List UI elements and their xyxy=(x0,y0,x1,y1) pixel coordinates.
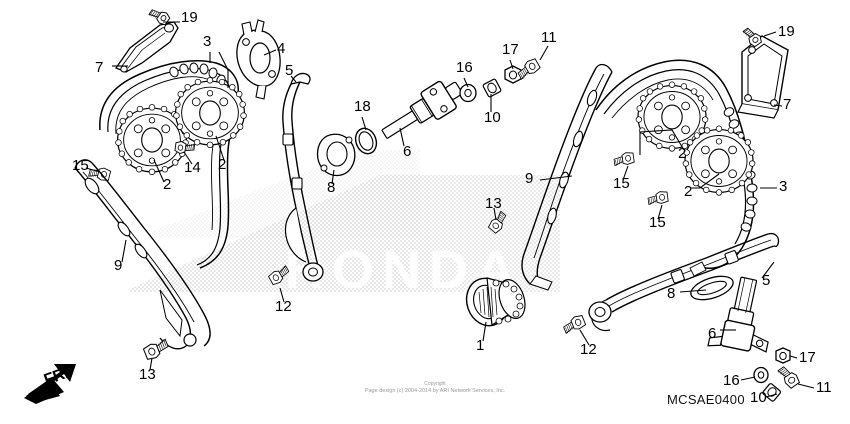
part-15-bolt-right-b xyxy=(646,190,669,206)
callout-3-right: 3 xyxy=(779,178,788,195)
callout-16-left: 16 xyxy=(456,59,473,76)
part-6-cam-chain-tensioner-left xyxy=(381,80,463,139)
part-8-gasket-left xyxy=(316,133,356,177)
callout-2-left-b: 2 xyxy=(218,156,227,173)
callout-17-left: 17 xyxy=(502,41,519,58)
part-15-bolt-right-a xyxy=(612,151,635,167)
copyright-title: Copyright xyxy=(424,381,446,387)
callout-8-left: 8 xyxy=(327,179,336,196)
callout-18: 18 xyxy=(354,98,371,115)
part-9-chain-guide-left xyxy=(74,159,211,350)
part-13-bolt-left xyxy=(142,338,171,362)
part-16-washer-left xyxy=(459,83,477,103)
callout-2-right-a: 2 xyxy=(678,145,687,162)
copyright-line: Page design (c) 2004-2014 by ARI Network… xyxy=(364,387,506,394)
part-9-chain-guide-right xyxy=(521,63,613,291)
callout-2-left-a: 2 xyxy=(163,176,172,193)
callout-15-right-b: 15 xyxy=(649,214,666,231)
callout-4: 4 xyxy=(277,40,286,57)
callout-9-right: 9 xyxy=(525,170,534,187)
part-2-cam-sprocket-left-b xyxy=(173,77,247,149)
part-6-cam-chain-tensioner-right xyxy=(707,276,769,353)
callout-6-right: 6 xyxy=(708,325,717,342)
front-direction-arrow xyxy=(24,364,76,404)
part-16-washer-right xyxy=(753,366,769,384)
callout-11-right: 11 xyxy=(816,379,832,396)
callout-19-left: 19 xyxy=(181,9,198,26)
part-7-chain-guide-left xyxy=(114,21,179,73)
part-10-sealing-washer-left xyxy=(482,78,502,98)
callout-7-right: 7 xyxy=(783,96,792,113)
callout-13-right: 13 xyxy=(485,195,502,212)
callout-2-right-b: 2 xyxy=(684,183,693,200)
callout-16-right: 16 xyxy=(723,372,740,389)
halftone-background-band: HONDA xyxy=(128,150,560,300)
callout-10-right: 10 xyxy=(750,389,767,406)
callout-5-right: 5 xyxy=(762,272,771,289)
callout-17-right: 17 xyxy=(799,349,816,366)
callout-9-left: 9 xyxy=(114,257,123,274)
part-5-tensioner-slipper-right xyxy=(588,232,780,332)
diagram-code-label: MCSAE0400 xyxy=(667,392,745,407)
copyright-notice: Copyright Page design (c) 2004-2014 by A… xyxy=(330,381,540,394)
callout-11-left: 11 xyxy=(541,29,557,46)
part-4-mounting-bracket xyxy=(236,19,281,100)
callout-3-left: 3 xyxy=(203,33,212,50)
callout-14: 14 xyxy=(184,159,201,176)
callout-1: 1 xyxy=(476,337,485,354)
callout-6-left: 6 xyxy=(403,143,412,160)
part-8-gasket-right xyxy=(690,275,734,301)
callout-leader-lines xyxy=(85,21,815,398)
part-11-bolt-right xyxy=(776,363,802,390)
part-7-chain-guide-right xyxy=(737,35,789,119)
callout-12-left: 12 xyxy=(275,298,292,315)
callout-13-left: 13 xyxy=(139,366,156,383)
callout-19-right: 19 xyxy=(778,23,795,40)
part-18-o-ring-left xyxy=(354,127,378,155)
part-17-nut-left xyxy=(504,65,522,84)
callout-5-left: 5 xyxy=(285,62,294,79)
part-1-drive-sprocket xyxy=(465,277,526,327)
part-5-tensioner-slipper-left xyxy=(282,72,324,282)
callout-7-left: 7 xyxy=(95,59,104,76)
callout-15-right-a: 15 xyxy=(613,175,630,192)
callout-10-left: 10 xyxy=(484,109,501,126)
part-17-nut-right xyxy=(775,347,791,364)
part-12-bolt-right xyxy=(561,313,587,335)
callout-15-left: 15 xyxy=(72,157,89,174)
callout-8-right: 8 xyxy=(667,285,676,302)
callout-12-right: 12 xyxy=(580,341,597,358)
part-2-cam-sprocket-right-b xyxy=(682,125,756,196)
